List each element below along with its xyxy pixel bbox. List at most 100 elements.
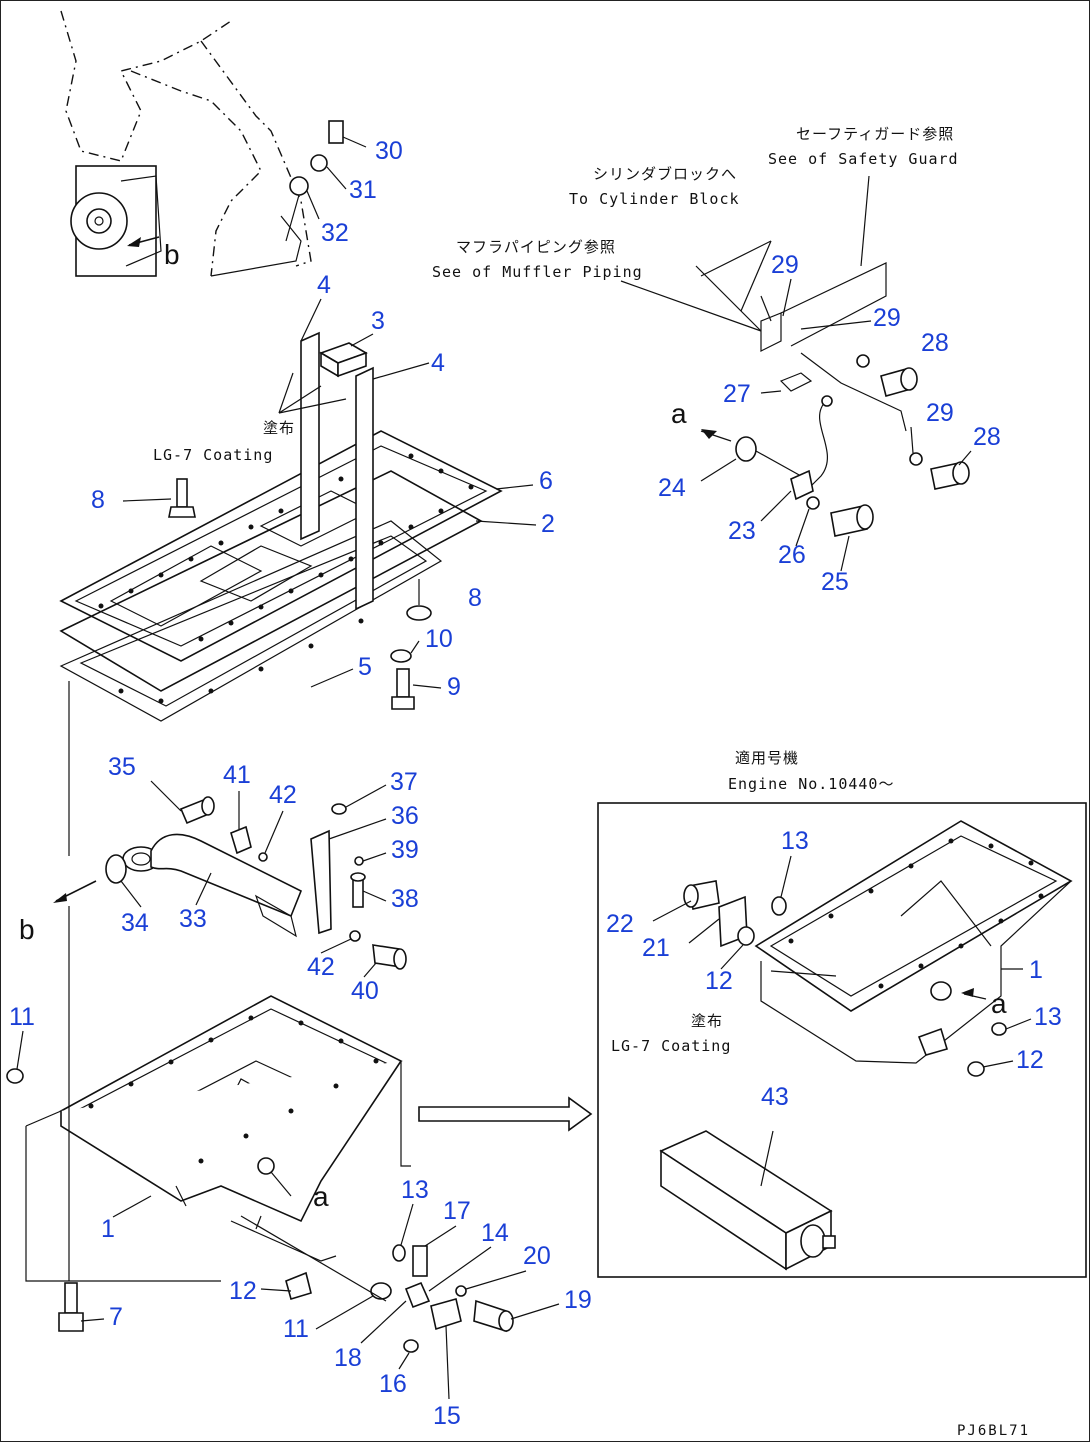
cock-part-12: [285, 1271, 312, 1301]
inset-washer-part-13-top: [771, 896, 787, 916]
callout-14: 14: [481, 1219, 509, 1247]
pipe-part-33: [122, 833, 303, 938]
note-inset-coating-en: LG-7 Coating: [611, 1037, 731, 1055]
callout-11-left: 11: [9, 1003, 35, 1031]
drawing-code: PJ6BL71: [957, 1423, 1030, 1439]
callout-8-left: 8: [91, 486, 105, 514]
callout-29-a: 29: [771, 251, 799, 279]
nut-part-16: [403, 1339, 419, 1353]
callout-24: 24: [658, 474, 686, 502]
washer-part-42: [258, 852, 361, 942]
note-safety-en: See of Safety Guard: [768, 150, 959, 168]
inset-callout-13-top: 13: [781, 827, 809, 855]
inset-plug-part-13-right: [930, 981, 1007, 1036]
callout-11-bottom: 11: [283, 1315, 309, 1343]
inset-cock-part-12: [917, 1027, 985, 1077]
bolt-part-19: [473, 1299, 514, 1333]
note-safety-jp: セーフティガード参照: [796, 125, 954, 143]
engine-outline: [60, 10, 312, 277]
sensor-harness: [779, 372, 833, 487]
callout-42-bottom: 42: [307, 953, 335, 981]
note-muffler-en: See of Muffler Piping: [432, 263, 643, 281]
washer-part-31: [310, 154, 347, 190]
marker-a-main: a: [313, 1181, 329, 1212]
bolt-part-28-top: [880, 367, 918, 397]
washer-part-29: [856, 354, 923, 466]
marker-a-top: a: [671, 398, 687, 429]
inset-callout-12-right: 12: [1016, 1046, 1044, 1074]
callout-10: 10: [425, 625, 453, 653]
note-cylinder-jp: シリンダブロックへ: [593, 165, 737, 183]
callout-17: 17: [443, 1197, 471, 1225]
washer-part-26: [806, 496, 820, 510]
block-part-3: [319, 342, 368, 378]
callout-29-b: 29: [873, 304, 901, 332]
inset-callout-12: 12: [705, 967, 733, 995]
callout-3: 3: [371, 307, 385, 335]
inset-callout-1: 1: [1029, 956, 1043, 984]
inset-callout-13-right: 13: [1034, 1003, 1062, 1031]
callout-38: 38: [391, 885, 419, 913]
gasket-holes: [98, 453, 474, 704]
callout-39: 39: [391, 836, 419, 864]
bolt-part-35: [179, 796, 215, 825]
note-engine-en: Engine No.10440～: [728, 775, 894, 793]
callout-35: 35: [108, 753, 136, 781]
callout-33: 33: [179, 905, 207, 933]
bolt-part-25: [830, 504, 874, 537]
callout-41: 41: [223, 761, 251, 789]
inset-callout-43: 43: [761, 1083, 789, 1111]
plug-part-30: [328, 120, 367, 148]
callout-29-c: 29: [926, 399, 954, 427]
callout-32: 32: [321, 219, 349, 247]
inset-tool-part-43: [659, 1130, 836, 1271]
callout-7: 7: [109, 1303, 123, 1331]
callout-20: 20: [523, 1242, 551, 1270]
oil-pan-gasket-stack: [59, 430, 503, 722]
callout-42-top: 42: [269, 781, 297, 809]
callout-12: 12: [229, 1277, 257, 1305]
note-cylinder-en: To Cylinder Block: [569, 190, 740, 208]
engine-pulley: [70, 165, 162, 277]
callout-2: 2: [541, 510, 555, 538]
bolt-part-15: [430, 1298, 462, 1331]
oil-pan-part-1: [59, 995, 403, 1262]
washer-part-10: [390, 649, 412, 663]
washer-part-13: [392, 1244, 406, 1262]
callout-26: 26: [778, 541, 806, 569]
bracket-part-36: [310, 829, 332, 935]
gasket-strip-part-4: [300, 331, 374, 611]
callout-16: 16: [379, 1370, 407, 1398]
callout-36: 36: [391, 802, 419, 830]
callout-40: 40: [351, 977, 379, 1005]
note-coating-jp: 塗布: [263, 419, 295, 437]
bolt-part-40: [372, 944, 407, 970]
bolt-part-9: [391, 668, 415, 710]
inset-frame: [597, 802, 1087, 1278]
callout-leader-lines: [16, 278, 1032, 1400]
marker-b-top: b: [164, 239, 180, 270]
bolt-part-8-right: [406, 579, 432, 621]
inset-callout-21: 21: [642, 934, 670, 962]
annotation-notes: セーフティガード参照 See of Safety Guard シリンダブロックへ…: [153, 125, 959, 1055]
inset-callout-22: 22: [606, 910, 634, 938]
callout-1: 1: [101, 1215, 115, 1243]
note-muffler-jp: マフラパイピング参照: [456, 238, 616, 256]
bolt-part-8-left: [168, 478, 196, 518]
block-part-41: [230, 825, 252, 855]
inset-pan-holes: [788, 838, 1044, 989]
inset-bolt-part-22: [683, 880, 720, 910]
callout-labels: 30 31 32 4 3 4 8 6 2 8 10 5 9 29 29 28 2…: [9, 137, 1062, 1430]
callout-5: 5: [358, 653, 372, 681]
callout-28-b: 28: [973, 423, 1001, 451]
callout-27: 27: [723, 380, 751, 408]
inset-arrow: [418, 1096, 593, 1132]
callout-25: 25: [821, 568, 849, 596]
marker-a-inset: a: [991, 988, 1007, 1019]
marker-b-bottom: b: [19, 914, 35, 945]
callout-19: 19: [564, 1286, 592, 1314]
callout-13: 13: [401, 1176, 429, 1204]
callout-31: 31: [349, 176, 377, 204]
